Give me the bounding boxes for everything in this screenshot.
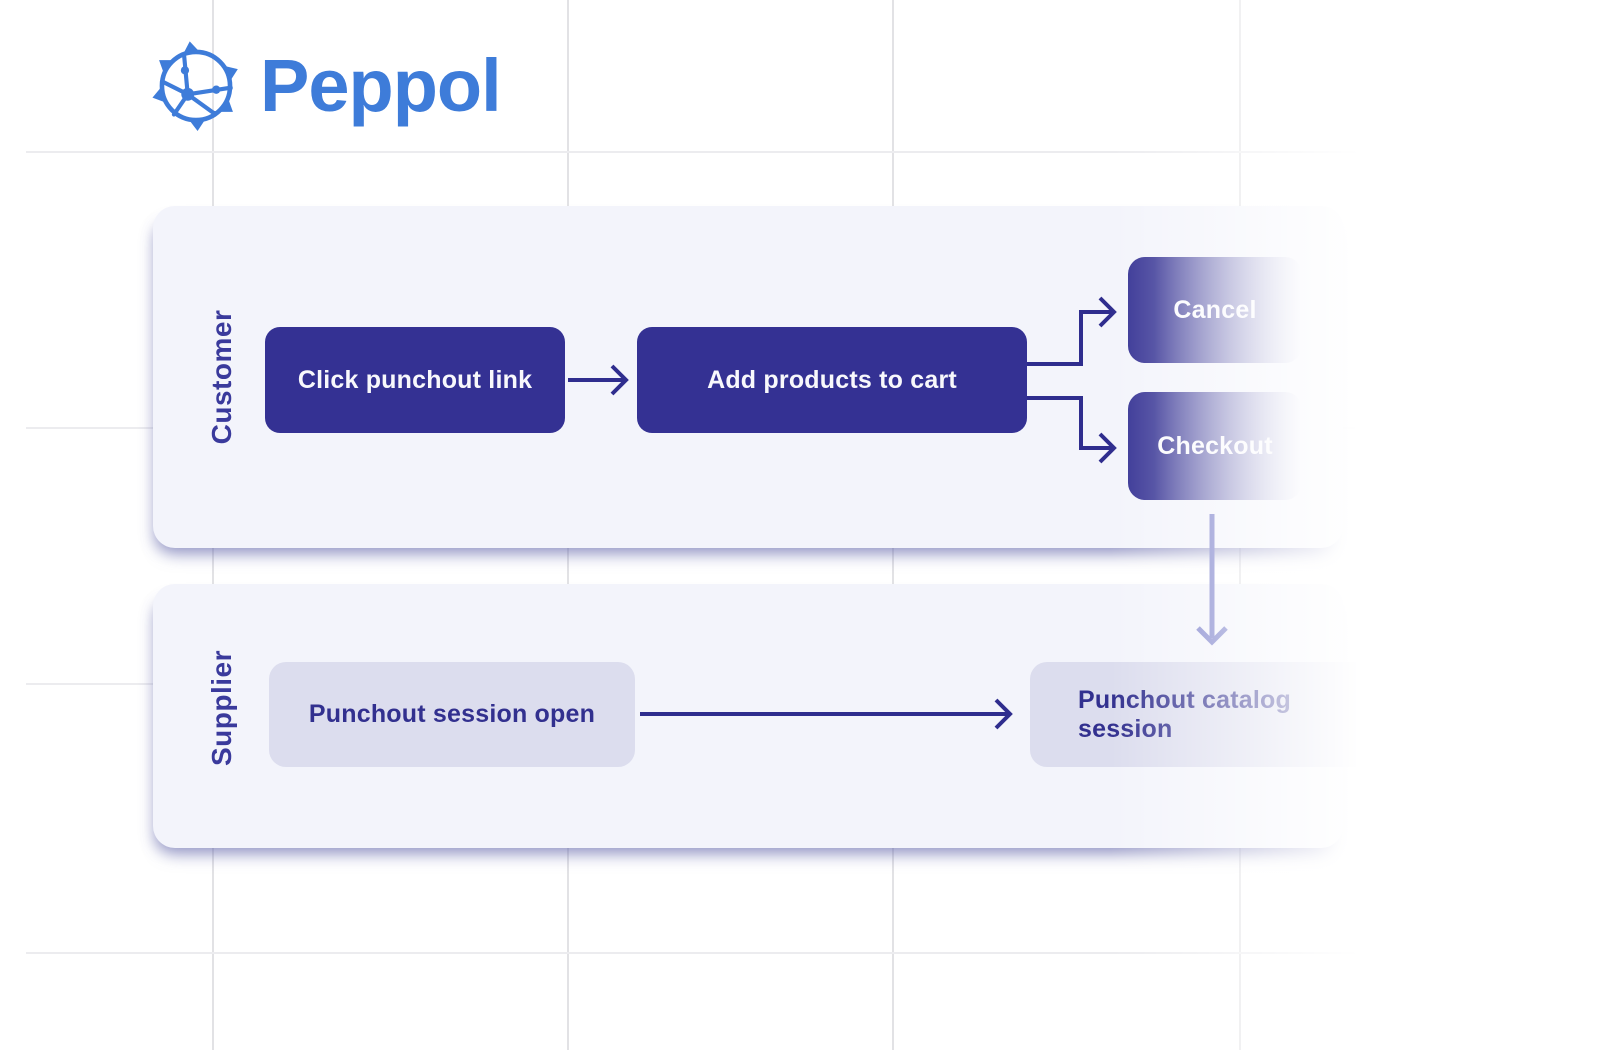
supplier-lane-label: Supplier: [206, 649, 237, 767]
peppol-logo: Peppol: [150, 40, 502, 132]
flow-node-add-products-to-cart: Add products to cart: [637, 327, 1027, 433]
grid-line-horizontal: [26, 952, 1600, 954]
customer-lane-label: Customer: [206, 309, 237, 445]
peppol-globe-icon: [152, 41, 238, 132]
flow-node-click-punchout-link: Click punchout link: [265, 327, 565, 433]
right-white-area: [1356, 0, 1600, 1050]
brand-wordmark: Peppol: [260, 44, 502, 127]
grid-line-horizontal: [26, 151, 1600, 153]
flow-node-punchout-session-open: Punchout session open: [269, 662, 635, 767]
flow-node-checkout: Checkout: [1128, 392, 1302, 500]
flow-node-punchout-catalog-session: Punchout catalog session: [1030, 662, 1390, 767]
flow-node-cancel: Cancel: [1128, 257, 1302, 363]
